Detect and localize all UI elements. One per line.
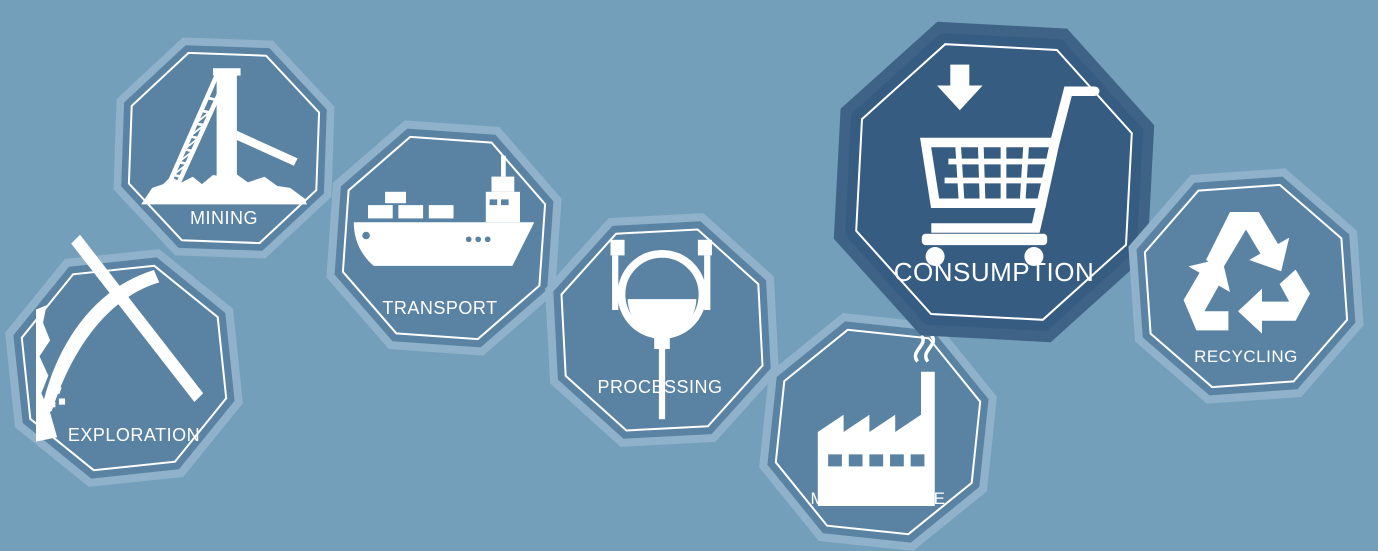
stage-badge-manufacture: MANUFACTURE <box>759 313 997 551</box>
badge-outline <box>560 228 764 432</box>
badge-outline <box>774 328 982 536</box>
badge-outline <box>855 43 1133 321</box>
stage-badge-recycling: RECYCLING <box>1128 168 1364 404</box>
stage-badge-mining: MINING <box>113 37 335 259</box>
stage-badge-exploration: EXPLORATION <box>5 234 243 487</box>
badge-face <box>13 257 235 479</box>
stage-label-recycling: RECYCLING <box>1194 347 1298 366</box>
badge-outline <box>127 51 321 245</box>
stage-label-exploration: EXPLORATION <box>68 425 200 445</box>
stage-label-mining: MINING <box>190 208 258 228</box>
stage-label-manufacture: MANUFACTURE <box>811 489 946 508</box>
badge-face <box>1136 176 1356 396</box>
badge-outline <box>1143 183 1349 389</box>
badge-outline <box>341 135 547 341</box>
stage-badge-transport: TRANSPORT <box>326 120 562 356</box>
badge-outline <box>20 264 228 472</box>
stage-label-transport: TRANSPORT <box>382 298 497 318</box>
stage-badge-consumption: CONSUMPTION <box>833 21 1155 343</box>
stage-label-consumption: CONSUMPTION <box>894 257 1095 287</box>
stage-badge-processing: PROCESSING <box>545 213 779 447</box>
stage-label-processing: PROCESSING <box>597 377 722 397</box>
